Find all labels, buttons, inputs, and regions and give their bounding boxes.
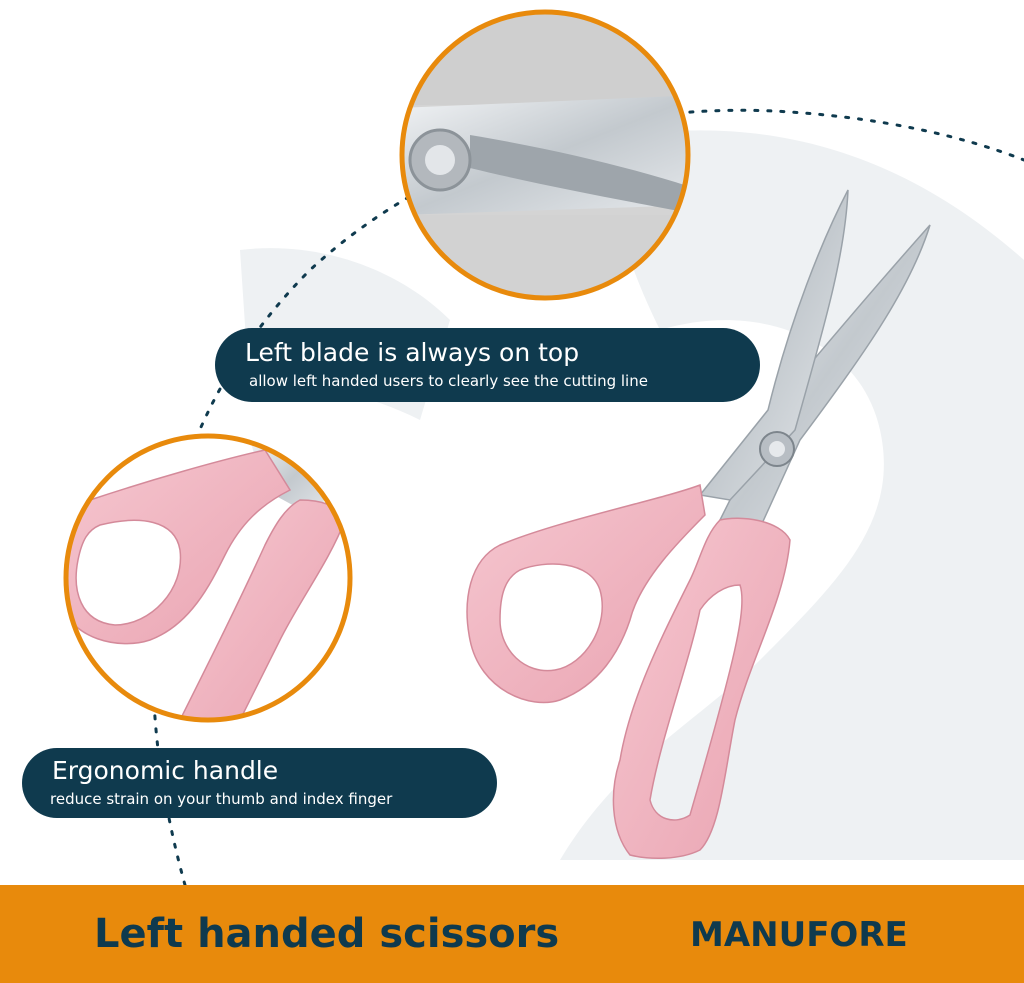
scissors-image — [466, 189, 931, 860]
callout-subtitle: allow left handed users to clearly see t… — [249, 372, 648, 390]
callout-title: Ergonomic handle — [52, 756, 279, 785]
bottom-banner: Left handed scissors MANUFORE — [0, 885, 1024, 983]
brand-name: MANUFORE — [690, 915, 908, 955]
scissors-handle-lower — [612, 517, 791, 860]
callout-ergonomic-handle: Ergonomic handle reduce strain on your t… — [22, 748, 497, 818]
callout-title: Left blade is always on top — [245, 338, 580, 367]
banner-title: Left handed scissors — [94, 911, 560, 957]
callout-subtitle: reduce strain on your thumb and index fi… — [50, 790, 393, 808]
callout-left-blade: Left blade is always on top allow left h… — [215, 328, 760, 402]
zoom-circle-handle — [63, 433, 353, 723]
scissors-handle-upper — [466, 483, 706, 704]
